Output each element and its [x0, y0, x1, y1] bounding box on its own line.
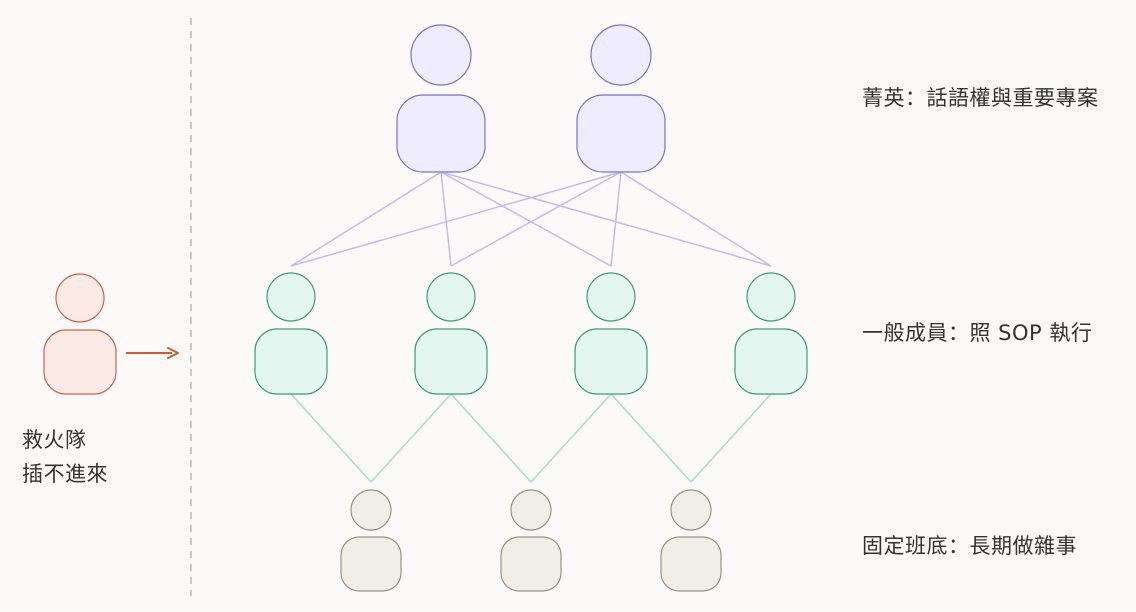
elite-member-link [290, 171, 442, 267]
elite-member-link [620, 171, 772, 267]
member-base-link [530, 393, 612, 483]
elite-person-body [396, 94, 486, 173]
member-person-body [574, 328, 648, 395]
member-person-head [586, 272, 636, 322]
elite-person-body [576, 94, 666, 173]
elite-member-link [440, 171, 612, 267]
member-base-link [450, 393, 532, 483]
rescue-person-head [55, 273, 105, 323]
base-person-body [500, 536, 562, 592]
member-base-link [610, 393, 692, 483]
base-person-head [350, 489, 392, 531]
member-base-link [690, 393, 772, 483]
member-person-body [254, 328, 328, 395]
elite-member-link [440, 171, 772, 267]
elite-member-link [290, 171, 622, 267]
elite-person-head [410, 24, 472, 86]
member-person-head [266, 272, 316, 322]
base-person-head [510, 489, 552, 531]
member-person-head [746, 272, 796, 322]
member-tier-label: 一般成員：照 SOP 執行 [862, 321, 1093, 345]
rescue-label-line-1: 救火隊 [22, 428, 87, 452]
member-base-link [370, 393, 452, 483]
rescue-label-line-2: 插不進來 [22, 462, 108, 486]
member-person-head [426, 272, 476, 322]
elite-person-head [590, 24, 652, 86]
elite-member-link [450, 171, 622, 267]
base-tier-label: 固定班底：長期做雜事 [862, 534, 1077, 558]
elite-member-link [440, 171, 452, 267]
elite-tier-label: 菁英：話語權與重要專案 [862, 86, 1099, 110]
rescue-arrow-head [167, 347, 179, 359]
member-person-body [734, 328, 808, 395]
member-person-body [414, 328, 488, 395]
base-person-body [340, 536, 402, 592]
rescue-team-label: 救火隊 插不進來 [22, 423, 108, 491]
base-person-body [660, 536, 722, 592]
member-base-link [290, 393, 372, 483]
elite-member-link [610, 171, 622, 267]
base-person-head [670, 489, 712, 531]
rescue-person-body [43, 329, 117, 395]
